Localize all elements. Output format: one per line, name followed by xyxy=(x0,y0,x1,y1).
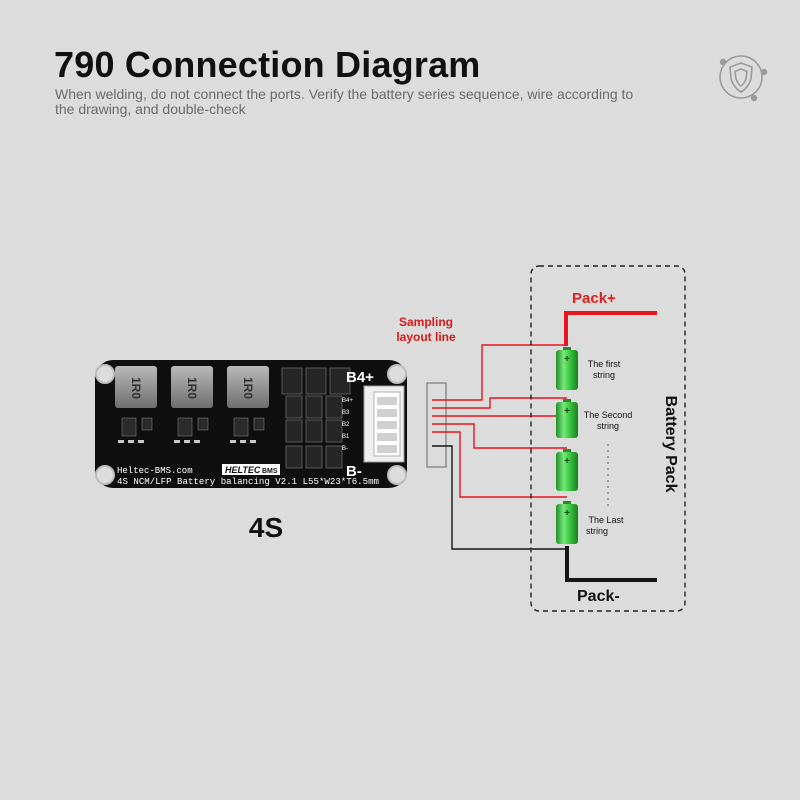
sampling-plug xyxy=(426,382,447,468)
svg-text:+: + xyxy=(564,508,570,519)
sampling-wires xyxy=(432,344,569,550)
brand-box xyxy=(222,464,280,475)
battery-pack-label: Battery Pack xyxy=(662,396,679,493)
cell-2-label-line2: string xyxy=(597,421,619,431)
svg-text:1R0: 1R0 xyxy=(241,377,255,399)
svg-text:+: + xyxy=(564,406,570,417)
terminal-b4-label: B4+ xyxy=(346,369,374,386)
svg-text:+: + xyxy=(564,456,570,467)
pack-plus-wire xyxy=(564,311,657,346)
cell-1-label-line2: string xyxy=(593,370,615,380)
sampling-label-line2: layout line xyxy=(396,330,456,344)
board-size-label: 4S xyxy=(249,512,283,543)
battery-cell-3: + xyxy=(556,449,578,491)
svg-text:B4+: B4+ xyxy=(342,398,353,404)
cell-1-label-line1: The first xyxy=(588,359,621,369)
brand-b: BMS xyxy=(262,468,278,475)
svg-text:1R0: 1R0 xyxy=(129,377,143,399)
pack-plus-label: Pack+ xyxy=(572,290,616,307)
battery-cell-2: + xyxy=(556,399,578,438)
battery-pack-border xyxy=(530,265,686,612)
inductor-1: 1R0 xyxy=(115,366,157,408)
terminal-b-minus-label: B- xyxy=(346,463,362,480)
pack-minus-wire xyxy=(565,546,657,582)
battery-cell-4: + xyxy=(556,501,578,544)
balancer-board: 1R0 1R0 1R0 xyxy=(95,360,407,488)
cell-4-label-line2: string xyxy=(586,526,608,536)
brand-a: HELTEC xyxy=(225,465,261,475)
page-title: 790 Connection Diagram xyxy=(54,44,481,85)
inductor-2: 1R0 xyxy=(171,366,213,408)
svg-text:B-: B- xyxy=(342,446,348,452)
battery-cell-1: + xyxy=(556,347,578,390)
board-model-line: 4S NCM/LFP Battery balancing V2.1 L55*W2… xyxy=(117,477,379,487)
balance-connector xyxy=(363,385,405,463)
cell-2-label-line1: The Second xyxy=(584,410,633,420)
board-url: Heltec-BMS.com xyxy=(117,466,193,476)
pack-minus-label: Pack- xyxy=(577,588,620,605)
svg-text:1R0: 1R0 xyxy=(185,377,199,399)
sampling-label-line1: Sampling xyxy=(399,315,453,329)
shield-badge-icon xyxy=(719,55,768,102)
page-subtitle: When welding, do not connect the ports. … xyxy=(55,86,634,117)
svg-text:+: + xyxy=(564,354,570,365)
inductor-3: 1R0 xyxy=(227,366,269,408)
svg-text:B3: B3 xyxy=(342,410,350,416)
cell-4-label-line1: The Last xyxy=(588,515,624,525)
svg-text:B2: B2 xyxy=(342,422,350,428)
pin-labels: B4+ B3 B2 B1 B- xyxy=(342,398,353,452)
svg-text:B1: B1 xyxy=(342,434,350,440)
